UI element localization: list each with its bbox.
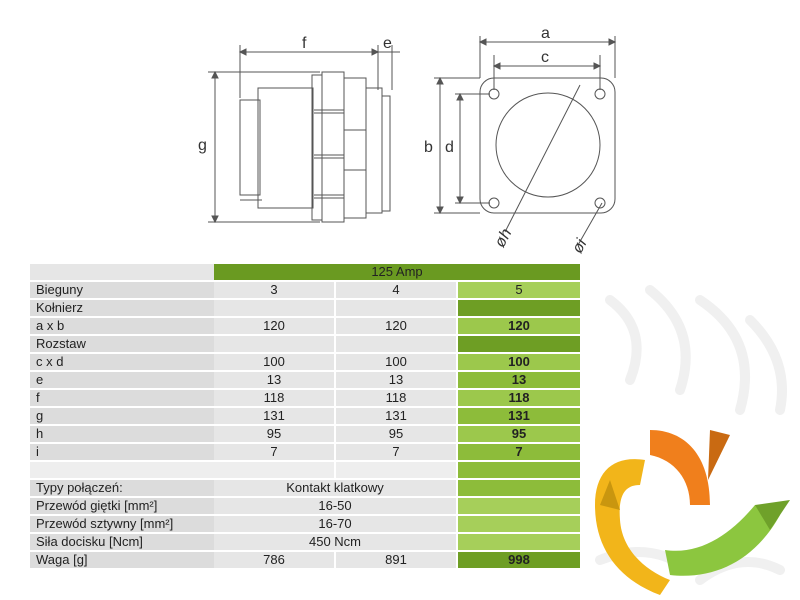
table-header-row: 125 Amp (30, 264, 580, 280)
amp-header: 125 Amp (214, 264, 580, 280)
dim-label-g: g (198, 137, 207, 154)
dim-label-b: b (424, 139, 433, 156)
table-row-sila: Siła docisku [Ncm] 450 Ncm (30, 534, 580, 550)
technical-drawing: f e g a c b d øh øi (198, 25, 617, 256)
table-row-f: f 118 118 118 (30, 390, 580, 406)
table-row-waga: Waga [g] 786 891 998 (30, 552, 580, 568)
table-row-rozstaw: Rozstaw (30, 336, 580, 352)
table-row-sztywny: Przewód sztywny [mm²] 16-70 (30, 516, 580, 532)
dim-label-c: c (541, 49, 549, 66)
dim-label-a: a (541, 25, 550, 42)
side-view-rear (239, 99, 261, 196)
table-spacer-row (30, 462, 580, 478)
brand-logo-icon (595, 430, 790, 595)
side-view-body (257, 87, 314, 209)
table-row-e: e 13 13 13 (30, 372, 580, 388)
table-row-g: g 131 131 131 (30, 408, 580, 424)
flange (479, 77, 616, 214)
table-row-kolnierz: Kołnierz (30, 300, 580, 316)
flange-opening (495, 92, 601, 198)
dim-label-f: f (302, 35, 307, 52)
dim-label-i: øi (569, 236, 590, 256)
dim-label-h: øh (492, 226, 516, 251)
table-row-axb: a x b 120 120 120 (30, 318, 580, 334)
dim-label-e: e (383, 35, 392, 52)
table-row-i: i 7 7 7 (30, 444, 580, 460)
table-row-bieguny: Bieguny 3 4 5 (30, 282, 580, 298)
table-row-typy: Typy połączeń: Kontakt klatkowy (30, 480, 580, 496)
dim-label-d: d (445, 139, 454, 156)
spec-table: 125 Amp Bieguny 3 4 5 Kołnierz a x b 120… (30, 262, 580, 570)
table-row-h: h 95 95 95 (30, 426, 580, 442)
table-row-gietki: Przewód giętki [mm²] 16-50 (30, 498, 580, 514)
table-row-cxd: c x d 100 100 100 (30, 354, 580, 370)
